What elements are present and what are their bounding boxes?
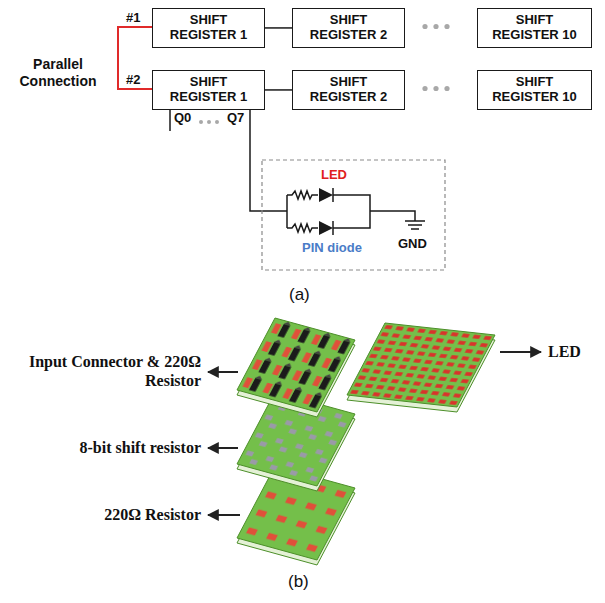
layer-label: Input Connector & 220Ω Resistor [15, 352, 201, 390]
dot [444, 24, 449, 29]
register-label: SHIFT REGISTER 1 [156, 13, 261, 43]
shift-register-box: SHIFT REGISTER 2 [292, 8, 405, 48]
pin-name: Q0 [174, 110, 191, 126]
led-diode-symbol [319, 188, 333, 202]
dot [422, 24, 427, 29]
component-label: PIN diode [302, 240, 362, 256]
register-label: SHIFT REGISTER 2 [296, 75, 401, 105]
shift-register-box: SHIFT REGISTER 10 [477, 8, 592, 48]
dot [215, 120, 219, 124]
channel-number: #1 [126, 10, 140, 26]
ground-symbol [405, 221, 425, 229]
shift-register-box: SHIFT REGISTER 1 [152, 70, 265, 110]
dot [444, 86, 449, 91]
panel-label: (a) [289, 285, 310, 305]
connector-line [265, 27, 292, 29]
panel-label: (b) [288, 572, 309, 592]
resistor-symbol [287, 191, 318, 199]
layer-label: LED [548, 342, 581, 361]
shift-register-box: SHIFT REGISTER 1 [152, 8, 265, 48]
register-label: SHIFT REGISTER 2 [296, 13, 401, 43]
connector-array [237, 318, 355, 412]
pin-diode-symbol [319, 221, 333, 235]
led-pin-circuit [287, 188, 425, 235]
output-wire [250, 106, 287, 211]
board-face [237, 318, 355, 412]
pin-name: Q7 [227, 110, 244, 126]
dot [207, 120, 211, 124]
register-label: SHIFT REGISTER 10 [481, 75, 588, 105]
dot [422, 86, 427, 91]
dot [433, 86, 438, 91]
return-wire [333, 195, 370, 228]
layer-label: 8-bit shift resistor [15, 438, 201, 457]
connector-line [265, 89, 292, 91]
dot [199, 120, 203, 124]
connector-board [237, 318, 355, 412]
led-board [347, 323, 495, 407]
layer-label: 220Ω Resistor [15, 505, 201, 524]
component-label: LED [321, 167, 347, 183]
junction-wire [286, 195, 288, 228]
shift-register-box: SHIFT REGISTER 10 [477, 70, 592, 110]
leader-arrow [208, 514, 240, 516]
resistor-symbol [287, 224, 318, 232]
leader-arrow [208, 371, 238, 373]
dot [433, 24, 438, 29]
group-label: Parallel Connection [2, 56, 114, 90]
led-array [347, 323, 495, 407]
dashed-enclosure [262, 160, 445, 270]
leader-arrow [208, 447, 238, 449]
ground-wire [370, 211, 415, 221]
register-label: SHIFT REGISTER 1 [156, 75, 261, 105]
channel-number: #2 [126, 72, 140, 88]
shift-register-box: SHIFT REGISTER 2 [292, 70, 405, 110]
leader-arrow [500, 351, 541, 353]
parallel-bracket [118, 27, 152, 89]
label-arrows [208, 352, 541, 515]
register-label: SHIFT REGISTER 10 [481, 13, 588, 43]
ground-label: GND [398, 236, 427, 252]
board-face [347, 323, 495, 407]
